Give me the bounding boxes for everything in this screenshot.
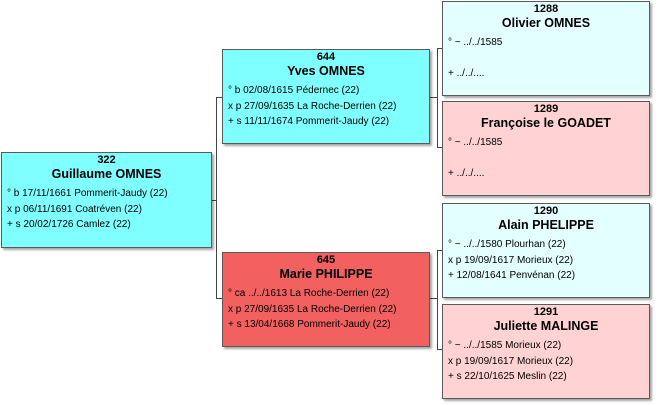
connector-644-to-1288 — [437, 48, 442, 49]
person-name: Françoise le GOADET — [481, 116, 611, 130]
person-number: 644 — [316, 51, 336, 63]
connector-644-to-1289 — [437, 147, 442, 148]
person-box-645[interactable]: 645 Marie PHILIPPE ° ca ../../1613 La Ro… — [222, 252, 430, 347]
connector-322-parents-vertical — [216, 97, 217, 299]
marriage-event: x p 27/09/1635 La Roche-Derrien (22) — [228, 100, 397, 112]
person-name: Alain PHELIPPE — [498, 218, 594, 232]
connector-645-to-1290 — [437, 250, 442, 251]
connector-322-to-645 — [216, 298, 222, 299]
person-box-1289[interactable]: 1289 Françoise le GOADET ° ~ ../../1585 … — [442, 101, 650, 196]
birth-event: ° ~ ../../1585 Morieux (22) — [448, 340, 562, 351]
person-box-1288[interactable]: 1288 Olivier OMNES ° ~ ../../1585 + ../.… — [442, 1, 650, 96]
person-number: 1288 — [533, 3, 559, 15]
person-name: Yves OMNES — [287, 64, 365, 78]
person-name: Juliette MALINGE — [493, 319, 599, 333]
birth-event: ° ~ ../../1585 — [448, 137, 503, 148]
death-event: + ../../.... — [448, 68, 485, 79]
death-event: + s 20/02/1726 Camlez (22) — [7, 219, 131, 230]
person-number: 1291 — [533, 306, 559, 318]
connector-645-stub — [430, 298, 438, 299]
marriage-event: x p 19/09/1617 Morieux (22) — [448, 355, 574, 367]
person-name: Guillaume OMNES — [51, 167, 162, 181]
person-number: 1290 — [533, 205, 559, 217]
death-event: + ../../.... — [448, 168, 485, 179]
death-event: + s 13/04/1668 Pommerit-Jaudy (22) — [228, 319, 391, 330]
person-box-1291[interactable]: 1291 Juliette MALINGE ° ~ ../../1585 Mor… — [442, 304, 650, 399]
marriage-event — [448, 51, 649, 67]
marriage-event: x p 06/11/1691 Coatréven (22) — [7, 203, 142, 215]
person-name: Olivier OMNES — [501, 16, 591, 30]
person-name: Marie PHILIPPE — [279, 267, 373, 281]
person-box-322[interactable]: 322 Guillaume OMNES ° b 17/11/1661 Pomme… — [1, 152, 212, 248]
connector-644-parents-vertical — [437, 48, 438, 148]
connector-644-stub — [430, 97, 438, 98]
connector-322-to-644 — [216, 97, 222, 98]
birth-event: ° ~ ../../1580 Plourhan (22) — [448, 239, 566, 250]
birth-event: ° ca ../../1613 La Roche-Derrien (22) — [228, 288, 390, 299]
person-number: 1289 — [533, 103, 559, 115]
person-box-1290[interactable]: 1290 Alain PHELIPPE ° ~ ../../1580 Plour… — [442, 203, 650, 298]
marriage-event: x p 19/09/1617 Morieux (22) — [448, 254, 574, 266]
person-number: 322 — [97, 154, 116, 166]
connector-645-to-1291 — [437, 349, 442, 350]
person-box-644[interactable]: 644 Yves OMNES ° b 02/08/1615 Pédernec (… — [222, 49, 430, 144]
death-event: + s 22/10/1625 Meslin (22) — [448, 371, 567, 382]
death-event: + s 11/11/1674 Pommerit-Jaudy (22) — [228, 116, 390, 127]
marriage-event — [448, 151, 649, 167]
marriage-event: x p 27/09/1635 La Roche-Derrien (22) — [228, 303, 397, 315]
connector-322-stub — [212, 200, 217, 201]
birth-event: ° ~ ../../1585 — [448, 37, 503, 48]
death-event: + 12/08/1641 Penvénan (22) — [448, 270, 576, 281]
birth-event: ° b 02/08/1615 Pédernec (22) — [228, 85, 360, 96]
birth-event: ° b 17/11/1661 Pommerit-Jaudy (22) — [7, 188, 168, 199]
connector-645-parents-vertical — [437, 250, 438, 350]
person-number: 645 — [316, 254, 336, 266]
